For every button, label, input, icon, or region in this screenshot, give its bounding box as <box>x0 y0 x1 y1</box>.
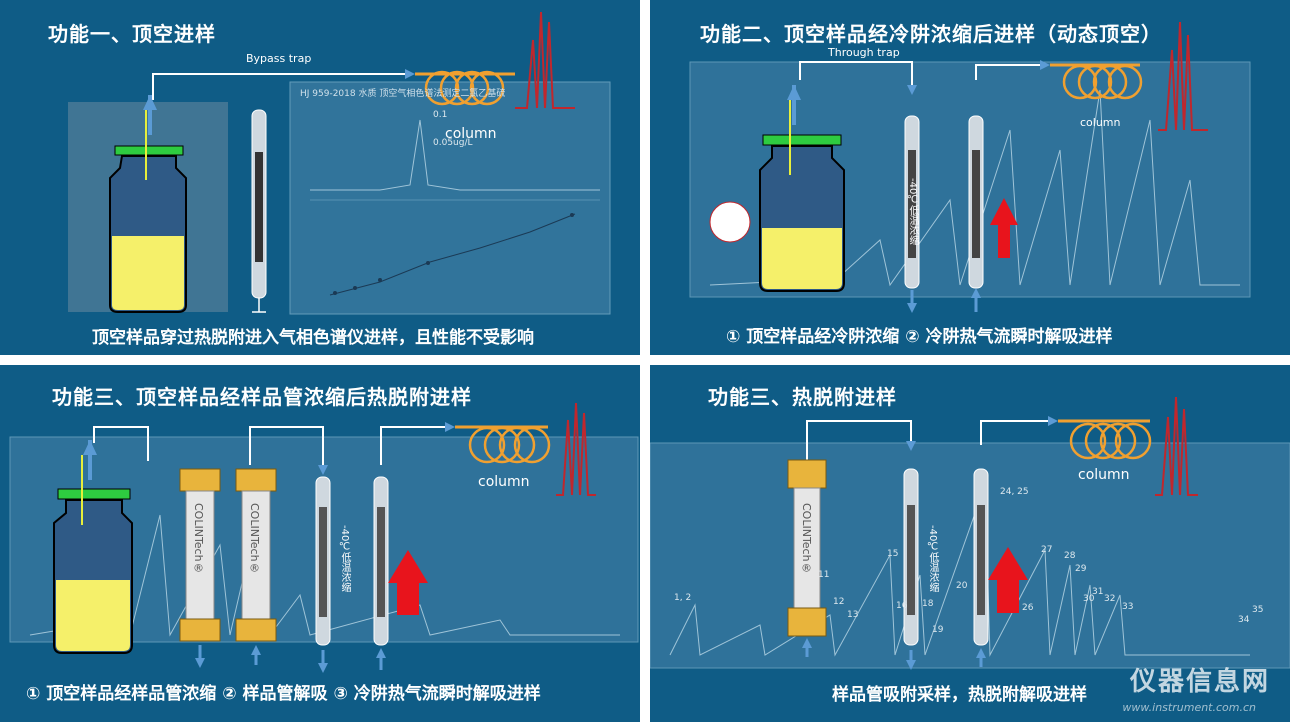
panel1-title: 功能一、顶空进样 <box>48 22 216 46</box>
peak-label: 30 <box>1083 594 1095 604</box>
peak-label: 18 <box>922 599 934 609</box>
peak-label: 0.1 <box>433 110 448 120</box>
panel1-caption: 顶空样品穿过热脱附进入气相色谱仪进样，且性能不受影响 <box>92 328 534 348</box>
peak-label: 33 <box>1122 602 1134 612</box>
peak-label: 12 <box>833 597 845 607</box>
peak-label: 34 <box>1238 615 1250 625</box>
watermark-brand: 仪器信息网 <box>1129 667 1270 697</box>
peak-label: 31 <box>1092 587 1104 597</box>
panel3-diagram <box>9 402 639 673</box>
cold-trap-text: -40℃低温浓缩 <box>907 178 918 246</box>
bypass-trap-label: Bypass trap <box>246 52 312 65</box>
panel4-caption: 样品管吸附采样，热脱附解吸进样 <box>832 685 1087 705</box>
peak-label: 13 <box>847 610 859 620</box>
peak-label: 19 <box>932 625 944 635</box>
panel4-diagram <box>650 396 1290 670</box>
watermark-url: www.instrument.com.cn <box>1122 701 1256 714</box>
cold-trap-text: -40℃低温浓缩 <box>927 525 938 593</box>
column-label: column <box>478 474 530 490</box>
peak-label: 24, 25 <box>1000 487 1029 497</box>
panel2-caption: ① 顶空样品经冷阱浓缩 ② 冷阱热气流瞬时解吸进样 <box>726 327 1113 347</box>
peak-label: 32 <box>1104 594 1116 604</box>
peak-label: 15 <box>887 549 899 559</box>
column-label: column <box>1080 116 1121 129</box>
column-label: column <box>1078 467 1130 483</box>
panel-headspace-injection: 功能一、顶空进样 Bypass trap column HJ 959-2018 … <box>0 0 640 355</box>
column-label: column <box>445 126 497 142</box>
tube-brand: COLINTech® <box>800 503 813 575</box>
panel4-title: 功能三、热脱附进样 <box>708 385 897 409</box>
panel3-caption: ① 顶空样品经样品管浓缩 ② 样品管解吸 ③ 冷阱热气流瞬时解吸进样 <box>26 684 541 704</box>
cold-trap-text: -40℃低温浓缩 <box>339 525 350 593</box>
peak-label: 11 <box>818 570 830 580</box>
peak-label: 27 <box>1041 545 1053 555</box>
panel2-title: 功能二、顶空样品经冷阱浓缩后进样（动态顶空） <box>700 22 1162 46</box>
peak-label: 16 <box>896 601 908 611</box>
panel1-diagram <box>68 11 611 315</box>
peak-label: 29 <box>1075 564 1087 574</box>
peak-label: 35 <box>1252 605 1264 615</box>
peak-label: 26 <box>1022 603 1034 613</box>
tube-brand: COLINTech® <box>192 503 205 575</box>
panel-thermal-desorption: 功能三、热脱附进样 column COLINTech® -40℃低温浓缩 1, … <box>650 365 1290 722</box>
panel3-title: 功能三、顶空样品经样品管浓缩后热脱附进样 <box>52 385 472 409</box>
panel-dynamic-headspace: 功能二、顶空样品经冷阱浓缩后进样（动态顶空） Through trap colu… <box>650 0 1290 355</box>
doc-header: HJ 959-2018 水质 顶空气相色谱法测定二氯乙基硫 <box>300 89 506 99</box>
panel-tube-concentration: 功能三、顶空样品经样品管浓缩后热脱附进样 column COLINTech® C… <box>0 365 640 722</box>
peak-label: 28 <box>1064 551 1076 561</box>
peak-label: 20 <box>956 581 968 591</box>
panel2-diagram <box>689 21 1251 313</box>
tube-brand: COLINTech® <box>248 503 261 575</box>
through-trap-label: Through trap <box>828 46 900 59</box>
peak-label: 0.05ug/L <box>433 138 473 148</box>
peak-label: 1, 2 <box>674 593 692 603</box>
